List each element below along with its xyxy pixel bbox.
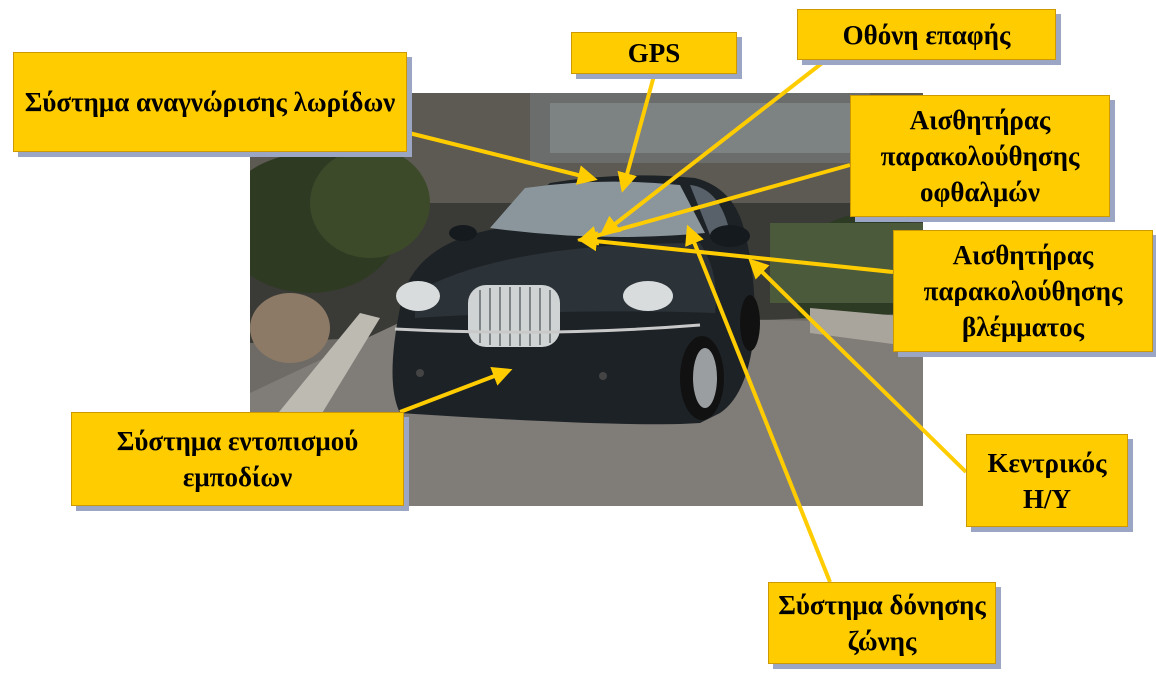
label-touchscreen: Οθόνη επαφής	[797, 9, 1056, 60]
label-belt-vibration: Σύστημα δόνησης ζώνης	[768, 582, 996, 664]
label-obstacle-detection: Σύστημα εντοπισμού εμποδίων	[71, 412, 404, 506]
label-lane-recognition: Σύστημα αναγνώρισης λωρίδων	[13, 52, 407, 152]
label-gaze-sensor: Αισθητήρας παρακολούθησης βλέμματος	[893, 230, 1153, 352]
label-central-computer: Κεντρικός Η/Υ	[966, 434, 1128, 527]
label-gps: GPS	[571, 32, 737, 74]
label-eye-sensor: Αισθητήρας παρακολούθησης οφθαλμών	[850, 95, 1110, 217]
